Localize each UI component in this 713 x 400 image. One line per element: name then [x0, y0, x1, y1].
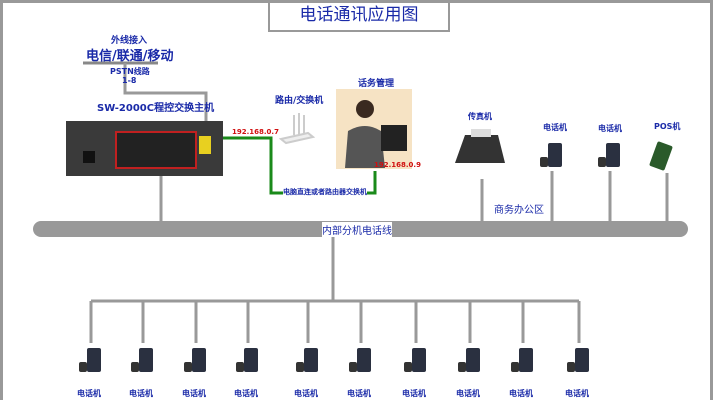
phone-icon [79, 348, 101, 372]
router-label: 路由/交换机 [275, 96, 324, 106]
extension-label: 电话机 [77, 389, 101, 398]
operator-ip: 192.168.0.9 [374, 161, 421, 169]
extension-label: 电话机 [509, 389, 533, 398]
lan-cable [218, 136, 377, 195]
extension-label: 电话机 [234, 389, 258, 398]
connections [33, 61, 688, 372]
fax-icon [455, 129, 505, 163]
router-icon [278, 113, 316, 145]
extension-label: 电话机 [456, 389, 480, 398]
carriers-label: 电信/联通/移动 [86, 49, 174, 64]
pbx-ip: 192.168.0.7 [232, 128, 279, 136]
phone-icon [404, 348, 426, 372]
pos-icon [649, 141, 673, 171]
phone-icon [184, 348, 206, 372]
phone-icon [296, 348, 318, 372]
office-phone-label: 电话机 [543, 123, 567, 132]
pstn-line [123, 63, 208, 133]
office-label: 商务办公区 [494, 205, 544, 216]
extension-label: 电话机 [565, 389, 589, 398]
page-title: 电话通讯应用图 [268, 3, 450, 32]
phone-icon [511, 348, 533, 372]
phone-icon [540, 143, 562, 167]
pos-label: POS机 [654, 122, 681, 131]
fax-label: 传真机 [468, 112, 492, 121]
outside-line-label: 外线接入 [111, 36, 148, 46]
extension-label: 电话机 [294, 389, 318, 398]
pbx-label: SW-2000C程控交换主机 [97, 103, 215, 114]
extension-label: 电话机 [347, 389, 371, 398]
operator-label: 话务管理 [358, 79, 395, 89]
extension-label: 电话机 [402, 389, 426, 398]
bus-label: 内部分机电话线 [322, 222, 392, 237]
pbx-device [66, 121, 223, 176]
extension-label: 电话机 [129, 389, 153, 398]
pstn-lines: 1-8 [122, 76, 137, 85]
extension-label: 电话机 [182, 389, 206, 398]
phone-icon [598, 143, 620, 167]
pstn-label: PSTN线路 [110, 67, 150, 76]
operator-image [336, 89, 412, 169]
phone-icon [349, 348, 371, 372]
phone-icon [458, 348, 480, 372]
office-phone-label: 电话机 [598, 124, 622, 133]
phone-icon [131, 348, 153, 372]
phone-icon [236, 348, 258, 372]
link-label: 电脑直连或者路由器交换机 [283, 187, 367, 197]
phone-icon [567, 348, 589, 372]
